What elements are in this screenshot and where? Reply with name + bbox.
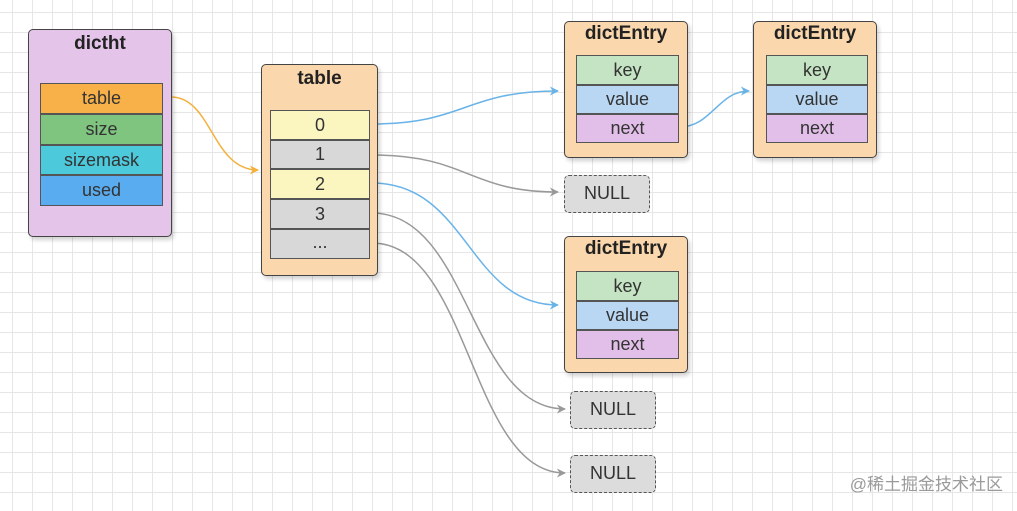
table-title: table bbox=[297, 68, 342, 89]
watermark: @稀土掘金技术社区 bbox=[849, 475, 1003, 494]
table-slot-ellipsis: ... bbox=[270, 229, 370, 259]
arrow-slot-ellipsis-to-null bbox=[371, 242, 566, 478]
null-node-3: NULL bbox=[570, 455, 656, 493]
arrow-slot-1-to-null bbox=[371, 154, 559, 197]
table-slot-3: 3 bbox=[270, 199, 370, 229]
arrow-slot-2-to-entry-bottom bbox=[371, 182, 559, 310]
dict-entry-bottom: dictEntry key value next bbox=[564, 236, 688, 373]
dict-entry-bottom-next: next bbox=[576, 330, 679, 359]
dictht-field-size: size bbox=[40, 114, 163, 145]
arrow-table-field-to-table bbox=[170, 96, 259, 175]
table-slot-2: 2 bbox=[270, 169, 370, 199]
null-node-1: NULL bbox=[564, 175, 650, 213]
dict-entry-bottom-title: dictEntry bbox=[584, 238, 668, 259]
arrow-slot-0-to-entry-top bbox=[371, 86, 559, 125]
dictht-field-used: used bbox=[40, 175, 163, 206]
dict-entry-top-next: next bbox=[576, 114, 679, 143]
dict-entry-top: dictEntry key value next bbox=[564, 21, 688, 158]
null-node-2: NULL bbox=[570, 391, 656, 429]
arrow-slot-3-to-null bbox=[371, 212, 566, 414]
dict-entry-bottom-key: key bbox=[576, 271, 679, 301]
dictht-title: dictht bbox=[74, 33, 126, 54]
arrow-next-to-chained-entry bbox=[678, 86, 750, 128]
table-slot-1: 1 bbox=[270, 140, 370, 169]
table-slot-0: 0 bbox=[270, 110, 370, 140]
table-box: table 0 1 2 3 ... bbox=[261, 64, 378, 276]
dict-entry-chained-next: next bbox=[766, 114, 868, 143]
dictht-box: dictht table size sizemask used bbox=[28, 29, 172, 237]
dictht-field-table: table bbox=[40, 83, 163, 114]
dict-entry-chained-value: value bbox=[766, 85, 868, 114]
dict-entry-top-title: dictEntry bbox=[584, 23, 668, 44]
dict-entry-top-key: key bbox=[576, 55, 679, 85]
dict-entry-top-value: value bbox=[576, 85, 679, 114]
dict-entry-chained-key: key bbox=[766, 55, 868, 85]
dict-entry-bottom-value: value bbox=[576, 301, 679, 330]
dictht-field-sizemask: sizemask bbox=[40, 145, 163, 175]
dict-entry-chained: dictEntry key value next bbox=[753, 21, 877, 158]
dict-entry-chained-title: dictEntry bbox=[773, 23, 857, 44]
